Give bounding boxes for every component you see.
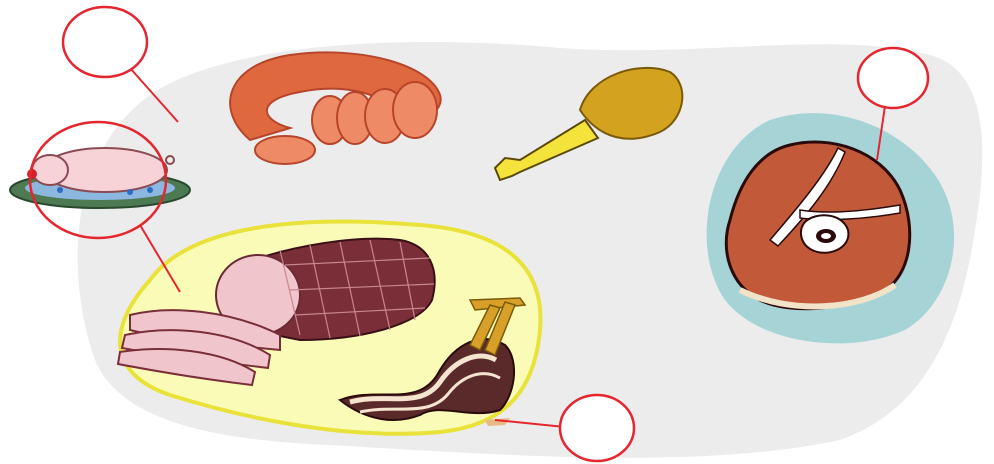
callout-circle-1[interactable] [63, 7, 147, 77]
callout-circle-4[interactable] [560, 395, 634, 461]
callout-circle-3[interactable] [858, 48, 928, 108]
steak-icon [726, 142, 910, 309]
